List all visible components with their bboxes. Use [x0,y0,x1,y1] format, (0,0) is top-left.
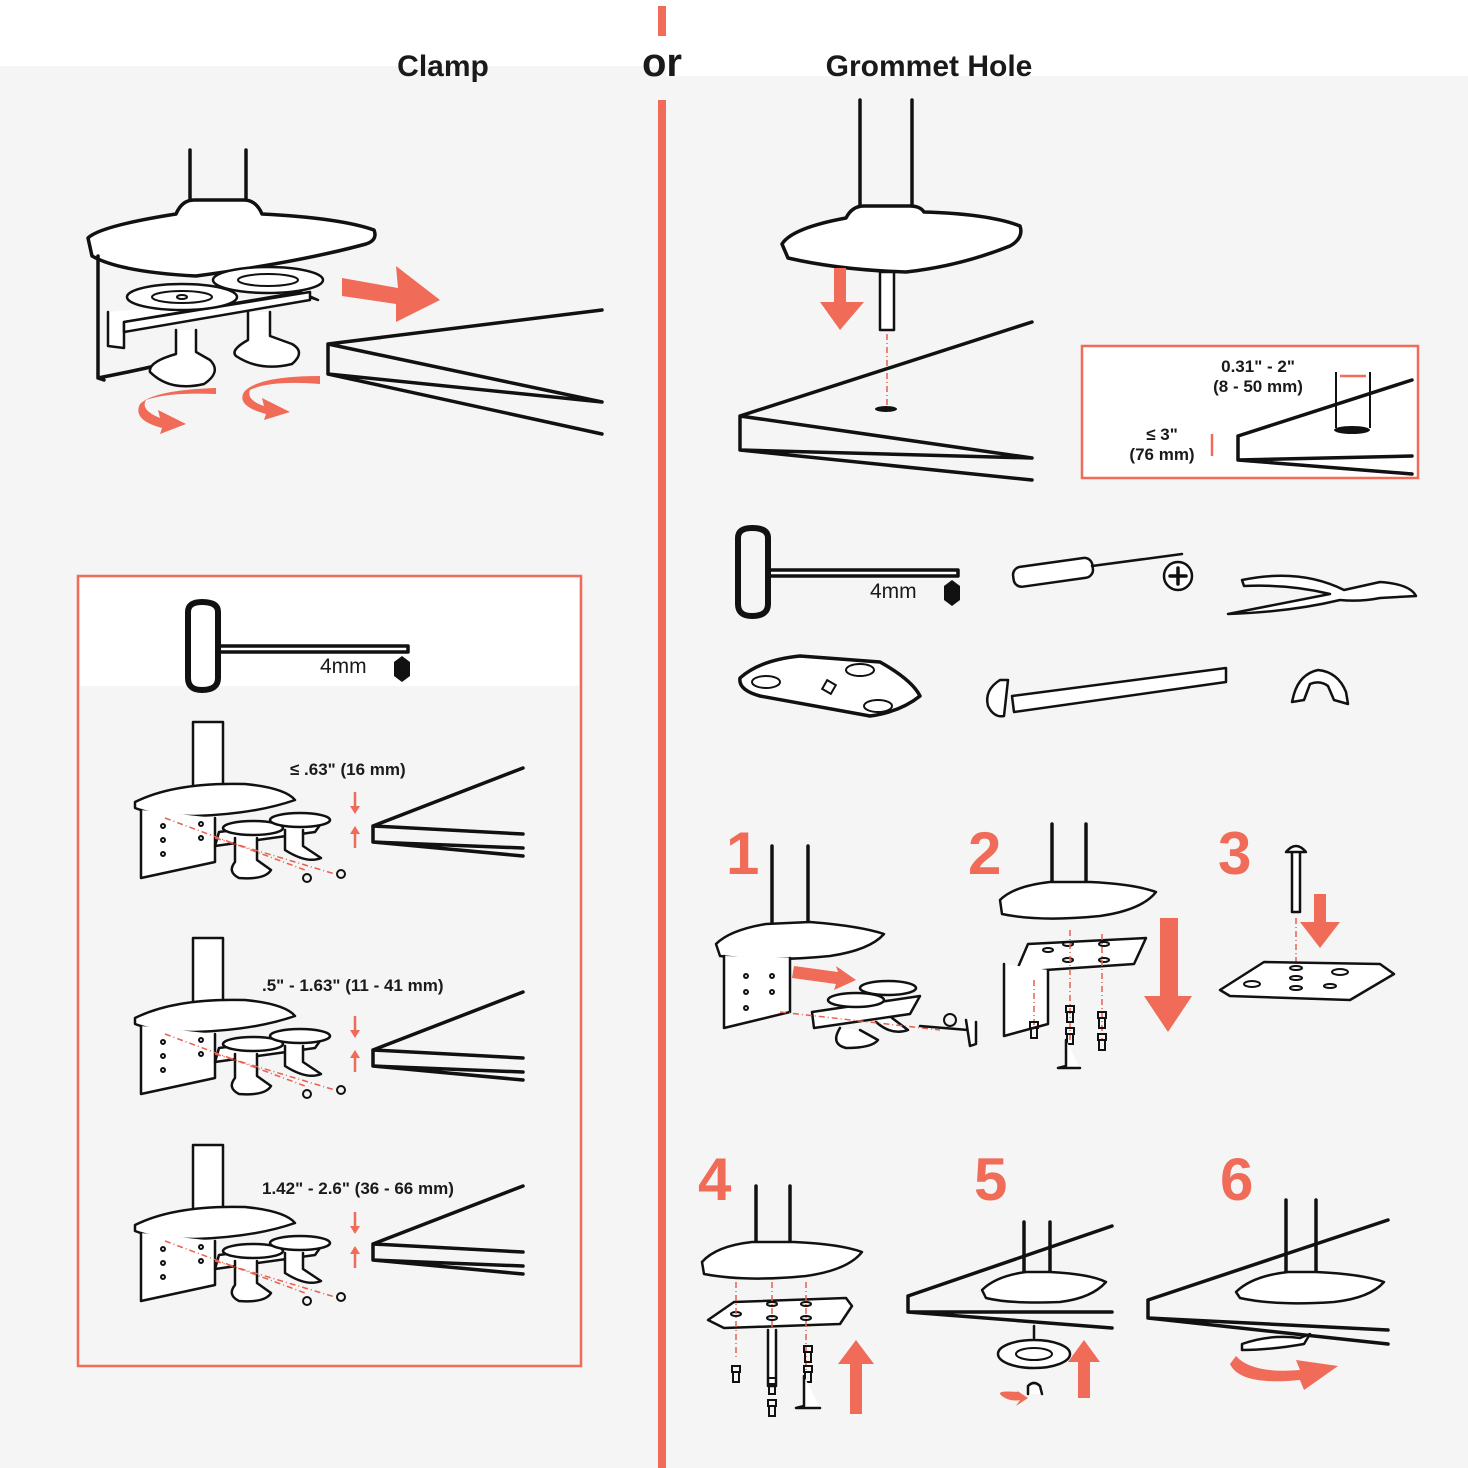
clamp-size-label-2: .5" - 1.63" (11 - 41 mm) [262,976,443,995]
clamp-heading: Clamp [397,50,489,83]
grommet-thickness-mm: (76 mm) [1129,445,1194,464]
clamp-size-row-3 [133,1143,525,1307]
step-3-number: 3 [1218,820,1251,887]
up-arrow-icon [838,1340,874,1414]
hex-wrench-icon [735,524,960,620]
grommet-thickness: ≤ 3" [1146,425,1178,444]
step-4-illustration [700,1184,874,1417]
step-3-illustration [1218,844,1396,1002]
grommet-hole-size-mm: (8 - 50 mm) [1213,377,1303,396]
up-arrow-icon [1068,1340,1100,1398]
phillips-screwdriver-icon [1011,552,1194,592]
step-2-illustration [998,822,1192,1070]
step-1-illustration [714,844,978,1050]
base-plate-icon [738,654,922,718]
step-6-illustration [1146,1198,1390,1390]
rotate-arrow-icon [1000,1390,1028,1406]
pliers-icon [1226,574,1418,616]
grommet-heading: Grommet Hole [826,50,1033,83]
threaded-rod-icon [986,666,1228,718]
down-arrow-icon [1144,918,1192,1032]
step-5-number: 5 [974,1146,1007,1213]
clamp-size-label-1: ≤ .63" (16 mm) [290,760,406,779]
rotate-arrow-icon [138,388,216,434]
grommet-main-illustration [738,98,1034,482]
hex-wrench-icon [185,598,410,694]
clamp-main-illustration [86,148,604,436]
clamp-size-row-1 [133,720,525,884]
down-arrow-icon [820,268,864,330]
step-5-illustration [906,1220,1114,1406]
clamp-wrench-size: 4mm [320,655,367,678]
clamp-size-panel [76,574,583,1368]
insert-arrow-icon [342,266,440,322]
step-4-number: 4 [698,1146,732,1213]
step-2-number: 2 [968,820,1001,887]
clamp-size-label-3: 1.42" - 2.6" (36 - 66 mm) [262,1179,454,1198]
or-heading: or [642,41,682,85]
center-divider [658,100,666,1468]
wing-nut-icon [1290,668,1350,706]
grommet-spec-drawing [1210,372,1414,476]
step-1-number: 1 [726,820,759,887]
grommet-hole-size: 0.31" - 2" [1221,357,1295,376]
grommet-wrench-size: 4mm [870,580,917,603]
divider-top [658,6,666,36]
rotate-arrow-icon [242,376,320,420]
step-6-number: 6 [1220,1146,1253,1213]
clamp-size-row-2 [133,936,525,1100]
rotate-arrow-icon [1230,1356,1338,1390]
down-arrow-icon [1300,894,1340,948]
